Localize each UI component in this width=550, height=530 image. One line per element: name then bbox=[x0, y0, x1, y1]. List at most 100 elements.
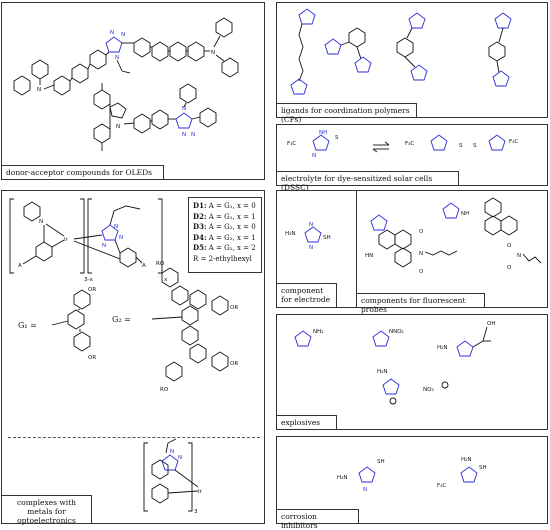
amine-n-2: N bbox=[211, 50, 215, 56]
g2-dendron: RO OR OR RO bbox=[151, 261, 238, 393]
ir-label: Ir bbox=[64, 237, 69, 243]
ir-complex-general: N Ir A 3-x N N N A x bbox=[9, 198, 168, 283]
dssc-structures: F₃C NH N S F₃C S S F₃C bbox=[287, 130, 518, 159]
probe-structures: HN O N O NH O N O bbox=[365, 197, 542, 275]
o-label: O bbox=[419, 269, 424, 275]
h2n-label: H₂N bbox=[377, 369, 387, 375]
h2n-label: H₂N bbox=[285, 231, 295, 237]
corrosion-1: H₂N SH N bbox=[337, 459, 385, 493]
triazole-n: N bbox=[178, 455, 182, 461]
or-label: OR bbox=[230, 361, 238, 367]
legend-row: D1: A = G₁, x = 0 bbox=[193, 201, 256, 210]
triazole-n: N bbox=[115, 55, 119, 61]
corrosion-structures: H₂N SH N F₃C H₂N SH bbox=[337, 457, 487, 493]
dssc-disulfide: F₃C S S F₃C bbox=[405, 134, 518, 151]
oled-molecule-1: N N N N N bbox=[13, 17, 239, 96]
subscript-3x: 3-x bbox=[84, 277, 93, 283]
g1-label: G₁ = bbox=[18, 321, 37, 330]
electrode-caption: component for electrode bbox=[277, 283, 337, 307]
nh-label: NH bbox=[319, 130, 327, 136]
explosive-1: NH₂ bbox=[294, 329, 323, 347]
electrode-structure: H₂N N N SH bbox=[285, 222, 331, 251]
panel-explosives: NH₂ NNO₂ H₂N OH H₂N NO₃ explosives bbox=[276, 314, 548, 430]
dssc-caption: electrolyte for dye-sensitized solar cel… bbox=[277, 171, 459, 192]
sh-label: SH bbox=[323, 235, 331, 241]
explosive-3: H₂N OH bbox=[437, 321, 495, 357]
panel-probes: HN O N O NH O N O components for fluores… bbox=[356, 190, 548, 314]
legend-row: D2: A = G₁, x = 1 bbox=[193, 211, 256, 221]
triazole-n: N bbox=[119, 235, 123, 241]
explosive-4: H₂N NO₃ bbox=[377, 369, 449, 405]
no3-label: NO₃ bbox=[423, 387, 434, 393]
probe-2: NH O N O bbox=[442, 197, 542, 271]
triazole-n: N bbox=[121, 32, 125, 38]
equilibrium-arrow bbox=[372, 141, 390, 153]
s-label: S bbox=[335, 135, 339, 141]
cp-ligand-1 bbox=[290, 8, 316, 95]
triazole-n: N bbox=[102, 243, 106, 249]
o-label: O bbox=[507, 243, 512, 249]
oled-molecule-2: N N N N bbox=[93, 83, 217, 151]
nno2-label: NNO₂ bbox=[389, 329, 404, 335]
legend-row: D3: A = G₂, x = 0 bbox=[193, 222, 256, 231]
o-label: O bbox=[419, 229, 424, 235]
explosives-caption: explosives bbox=[277, 415, 337, 429]
triazole-n: N bbox=[170, 449, 174, 455]
panel-dssc: F₃C NH N S F₃C S S F₃C electrolyte for d… bbox=[276, 124, 548, 192]
subscript-x: x bbox=[164, 277, 168, 283]
h2n-label: H₂N bbox=[461, 457, 471, 463]
oled-caption: donor-acceptor compounds for OLEDs bbox=[2, 165, 164, 179]
corrosion-caption: corrosion inhibitors bbox=[277, 509, 359, 530]
s-label: S bbox=[473, 143, 477, 149]
sh-label: SH bbox=[377, 459, 385, 465]
panel-oled: N N N N N bbox=[1, 2, 265, 180]
cf3-label: F₃C bbox=[437, 483, 446, 489]
panel-electrode: H₂N N N SH component for electrode bbox=[276, 190, 357, 308]
subscript-3: 3 bbox=[194, 509, 198, 515]
panel-corrosion: H₂N SH N F₃C H₂N SH corrosion inhibitors bbox=[276, 436, 548, 530]
iridium-complex-structures: N Ir A 3-x N N N A x bbox=[9, 198, 238, 515]
hn-label: HN bbox=[365, 253, 373, 259]
h2n-label: H₂N bbox=[437, 345, 447, 351]
n-label: N bbox=[517, 253, 521, 259]
triazole-n: N bbox=[309, 222, 313, 228]
legend-row: D5: A = G₂, x = 2 bbox=[193, 243, 256, 252]
panel-metals: N Ir A 3-x N N N A x bbox=[1, 190, 265, 525]
triazole-n: N bbox=[110, 30, 114, 36]
metals-caption: complexes with metals for optoelectronic… bbox=[2, 495, 92, 525]
triazole-n: N bbox=[309, 245, 313, 251]
cp-ligand-3 bbox=[396, 12, 428, 81]
g2-label: G₂ = bbox=[112, 315, 131, 324]
probes-caption: components for fluorescent probes bbox=[357, 293, 485, 314]
cf3-label: F₃C bbox=[287, 141, 296, 147]
g1-dendron: OR OR bbox=[51, 287, 96, 361]
cp-ligand-2 bbox=[324, 27, 372, 73]
nh2-label: NH₂ bbox=[313, 329, 323, 335]
explosive-structures: NH₂ NNO₂ H₂N OH H₂N NO₃ bbox=[294, 321, 495, 405]
triazole2-n: N bbox=[182, 132, 186, 138]
pyridine-n: N bbox=[39, 219, 43, 225]
triazole2-n: N bbox=[182, 106, 186, 112]
triazole-n: N bbox=[312, 153, 316, 159]
explosive-2: NNO₂ bbox=[372, 329, 404, 347]
o-label: O bbox=[507, 265, 512, 271]
n-label: N bbox=[419, 251, 423, 257]
or-label: OR bbox=[230, 305, 238, 311]
triazole-n: N bbox=[114, 224, 118, 230]
triazole2-n: N bbox=[191, 132, 195, 138]
dssc-thiolate: F₃C NH N S bbox=[287, 130, 339, 159]
complex-legend: D1: A = G₁, x = 0 D2: A = G₁, x = 1 D3: … bbox=[188, 197, 262, 273]
or-label: OR bbox=[88, 287, 96, 293]
cp-ligand-structures bbox=[290, 8, 512, 95]
ro-label: RO bbox=[160, 387, 169, 393]
s-label: S bbox=[459, 143, 463, 149]
carbazole-n: N bbox=[116, 124, 120, 130]
ro-label: RO bbox=[156, 261, 165, 267]
corrosion-2: F₃C H₂N SH bbox=[437, 457, 487, 489]
amine-n-1: N bbox=[37, 87, 41, 93]
h2n-label: H₂N bbox=[337, 475, 347, 481]
r-definition: R = 2-ethylhexyl bbox=[193, 254, 252, 263]
sh-label: SH bbox=[479, 465, 487, 471]
a-label: A bbox=[142, 263, 146, 269]
cf3-label: F₃C bbox=[405, 141, 414, 147]
